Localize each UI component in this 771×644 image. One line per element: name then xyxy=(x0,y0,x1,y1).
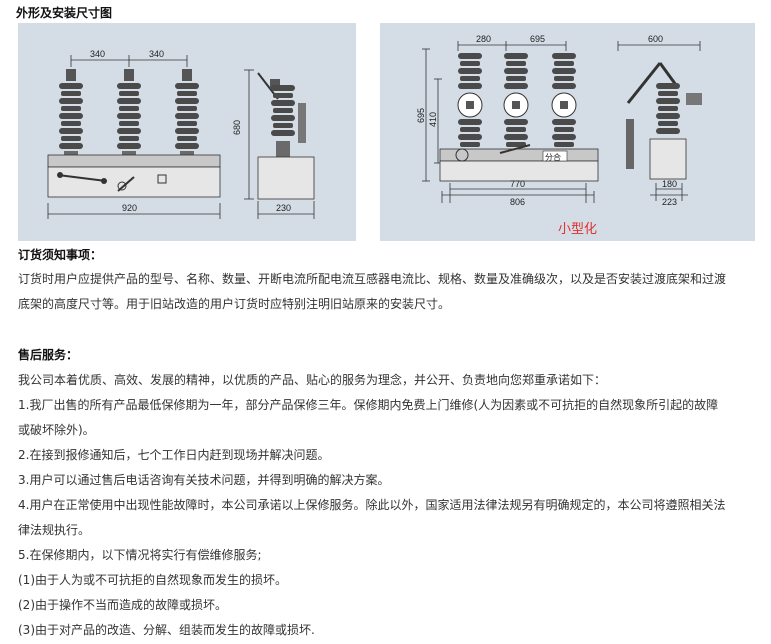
after-sales-line-6: 4.用户在正常使用中出现性能故障时，本公司承诺以上保修服务。除此以外，国家适用法… xyxy=(18,498,726,512)
right-insulator-2 xyxy=(503,53,529,147)
after-sales-line-10: (2)由于操作不当而造成的故障或损坏。 xyxy=(18,598,227,612)
order-notice-line-2: 底架的高度尺寸等。用于旧站改造的用户订货时应特别注明旧站原来的安装尺寸。 xyxy=(18,297,451,311)
dim-base-a: 180 xyxy=(662,179,677,189)
dim-pitch-1: 280 xyxy=(476,34,491,44)
dim-pitch-1: 340 xyxy=(90,49,105,59)
left-dimension-drawing: 340 340 920 680 230 xyxy=(18,23,356,241)
dim-height-total: 695 xyxy=(416,108,426,123)
breaker-side-view xyxy=(257,72,315,200)
after-sales-line-9: (1)由于人为或不可抗拒的自然现象而发生的损坏。 xyxy=(18,573,287,587)
order-notice-line-1: 订货时用户应提供产品的型号、名称、数量、开断电流所配电流互感器电流比、规格、数量… xyxy=(18,272,727,286)
dim-depth: 230 xyxy=(276,203,291,213)
switch-label-plate: 分合 xyxy=(545,152,561,162)
dim-height-upper: 410 xyxy=(428,112,438,127)
dim-pitch-2: 340 xyxy=(149,49,164,59)
dim-pitch-2: 695 xyxy=(530,34,545,44)
after-sales-line-1: 我公司本着优质、高效、发展的精神，以优质的产品、贴心的服务为理念，并公开、负责地… xyxy=(18,373,607,387)
after-sales-line-11: (3)由于对产品的改造、分解、组装而发生的故障或损坏. xyxy=(18,623,315,637)
after-sales-line-5: 3.用户可以通过售后电话咨询有关技术问题，并得到明确的解决方案。 xyxy=(18,473,390,487)
breaker-body-front xyxy=(47,154,221,198)
order-notice-title: 订货须知事项： xyxy=(18,248,103,262)
after-sales-line-2: 1.我厂出售的所有产品最低保修期为一年，部分产品保修三年。保修期内免费上门维修(… xyxy=(18,398,719,412)
right-dimension-drawing: 分合 xyxy=(380,23,755,241)
right-insulator-1 xyxy=(457,53,483,147)
after-sales-line-7: 律法规执行。 xyxy=(18,523,91,537)
right-breaker-body xyxy=(439,144,599,182)
right-side-view xyxy=(626,62,702,180)
dim-base-b: 223 xyxy=(662,197,677,207)
section-title: 外形及安装尺寸图 xyxy=(16,6,113,20)
after-sales-title: 售后服务： xyxy=(18,348,79,362)
after-sales-line-4: 2.在接到报修通知后，七个工作日内赶到现场并解决问题。 xyxy=(18,448,330,462)
after-sales-line-3: 或破坏除外)。 xyxy=(18,423,95,437)
dim-width-inner: 770 xyxy=(510,179,525,189)
dim-side-width: 600 xyxy=(648,34,663,44)
dim-height: 680 xyxy=(232,120,242,135)
dim-width: 920 xyxy=(122,203,137,213)
left-drawing-svg: 340 340 920 680 230 xyxy=(47,49,315,219)
right-insulator-3 xyxy=(551,53,577,147)
right-drawing-svg: 分合 xyxy=(416,34,702,237)
compact-caption: 小型化 xyxy=(558,222,597,237)
dim-width-total: 806 xyxy=(510,197,525,207)
after-sales-line-8: 5.在保修期内，以下情况将实行有偿维修服务; xyxy=(18,548,262,562)
